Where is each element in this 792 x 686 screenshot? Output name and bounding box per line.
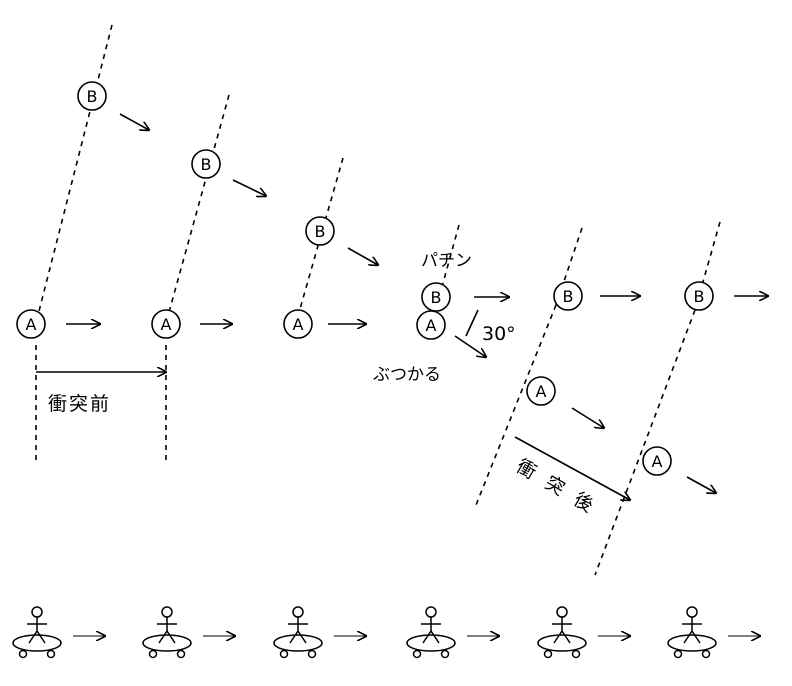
before-collision-label: 衝突前	[48, 393, 111, 415]
motion-arrow-9	[454, 335, 486, 357]
ball-letter: B	[315, 222, 326, 241]
angle-mark	[465, 309, 479, 337]
ball-a-8: A	[283, 309, 313, 339]
dashed-line-2	[165, 94, 230, 324]
ball-a-10: A	[526, 376, 556, 406]
ball-letter: B	[201, 155, 212, 174]
ball-letter: B	[87, 87, 98, 106]
skateboarder-icon	[537, 606, 587, 659]
ball-letter: B	[694, 287, 705, 306]
ball-b-1: B	[191, 149, 221, 179]
ball-letter: A	[536, 382, 547, 401]
ball-a-6: A	[16, 309, 46, 339]
after-collision-text: 衝突後	[513, 455, 610, 524]
skateboarder-icon	[273, 606, 323, 659]
ball-letter: A	[161, 315, 172, 334]
after-collision-label: 衝突後	[513, 455, 610, 524]
motion-arrows	[66, 113, 768, 493]
collide-label: ぶつかる	[373, 365, 441, 385]
skateboarder-icon	[12, 606, 62, 659]
ball-a-7: A	[151, 309, 181, 339]
skateboarder-icon	[142, 606, 192, 659]
motion-arrow-0	[119, 113, 149, 130]
sound-label: パチン	[421, 251, 472, 271]
dashed-line-4	[295, 157, 344, 324]
motion-arrow-10	[571, 407, 604, 428]
after-separation-line	[514, 436, 630, 500]
ball-b-2: B	[305, 216, 335, 246]
ball-a-11: A	[642, 446, 672, 476]
dashed-line-9	[594, 309, 696, 576]
motion-arrow-2	[347, 247, 378, 265]
skateboarder-icon	[667, 606, 717, 659]
ball-b-3: B	[421, 282, 451, 312]
ball-a-9: A	[416, 310, 446, 340]
skaters-row	[12, 606, 760, 659]
ball-letter: A	[26, 315, 37, 334]
dashed-line-0	[35, 24, 113, 324]
motion-arrow-11	[686, 476, 716, 493]
ball-letter: A	[426, 316, 437, 335]
ball-letter: B	[563, 287, 574, 306]
ball-b-5: B	[684, 281, 714, 311]
dashed-line-6	[555, 227, 583, 306]
ball-letter: A	[652, 452, 663, 471]
skateboarder-icon	[406, 606, 456, 659]
ball-letter: A	[293, 315, 304, 334]
ball-b-4: B	[553, 281, 583, 311]
ball-b-0: B	[77, 81, 107, 111]
ball-letter: B	[431, 288, 442, 307]
angle-label: 30°	[482, 323, 516, 345]
motion-arrow-1	[232, 179, 266, 196]
